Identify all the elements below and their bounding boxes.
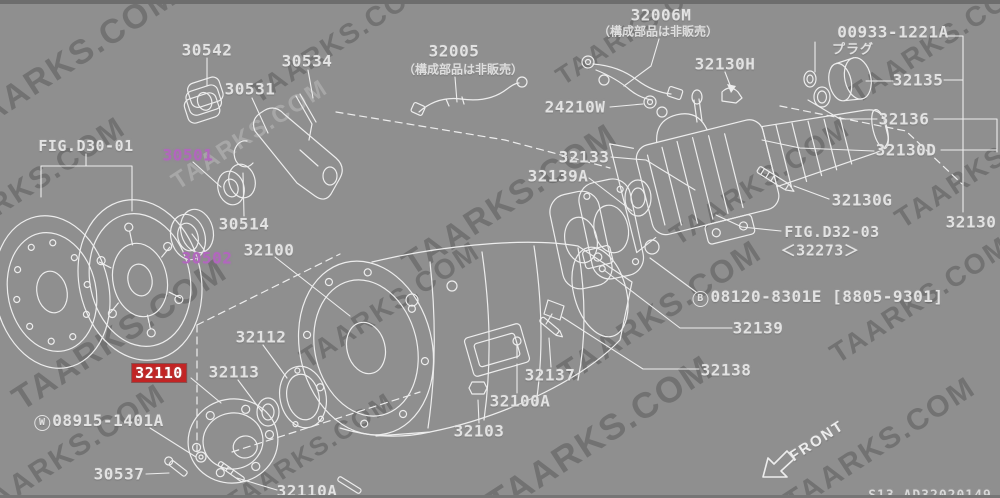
- fulcrum-pin-drawing: [295, 93, 317, 141]
- harness-32005-drawing: [410, 76, 528, 116]
- part-label-32113[interactable]: 32113: [209, 363, 260, 382]
- part-label-32103[interactable]: 32103: [454, 422, 505, 441]
- part-label-30542-text: 30542: [181, 40, 233, 60]
- figure-code: S13 AD32020149: [868, 489, 992, 498]
- part-label-32130D-text: 32130D: [875, 140, 937, 160]
- part-label-30531[interactable]: 30531: [225, 80, 276, 99]
- part-label-32103-text: 32103: [453, 421, 505, 441]
- front-indicator-text: FRONT: [786, 417, 848, 465]
- fig-ref-d30-01-text: FIG.D30-01: [38, 137, 134, 155]
- part-label-32130-text: 32130: [945, 212, 997, 232]
- part-label-32130D[interactable]: 32130D: [876, 141, 937, 160]
- part-label-32100A-text: 32100A: [489, 391, 551, 411]
- part-label-32133[interactable]: 32133: [559, 148, 610, 167]
- part-label-32005-text: 32005: [428, 41, 480, 61]
- part-label-32136[interactable]: 32136: [879, 110, 930, 129]
- part-label-32110A[interactable]: 32110A: [277, 482, 338, 498]
- part-label-30502-text: 30502: [181, 248, 233, 268]
- part-label-30502[interactable]: 30502: [182, 249, 233, 268]
- bolt-32130G-drawing: [756, 166, 795, 192]
- leader-arrowhead: [727, 84, 736, 93]
- figure-code-text: S13 AD32020149: [868, 488, 992, 498]
- adapter-plate-drawing: [549, 178, 660, 290]
- small-bolts-drawing: [643, 87, 743, 123]
- part-label-24210W[interactable]: 24210W: [545, 98, 606, 117]
- clutch-cover-drawing: [77, 199, 203, 361]
- part-label-30537-text: 30537: [93, 464, 145, 484]
- part-label-32136-text: 32136: [878, 109, 930, 129]
- part-label-24210W-text: 24210W: [544, 97, 606, 117]
- part-label-32130G-text: 32130G: [831, 190, 893, 210]
- part-label-32135[interactable]: 32135: [893, 71, 944, 90]
- part-label-32139[interactable]: 32139: [733, 319, 784, 338]
- part-label-08915-1401A-text: 08915-1401A: [52, 411, 164, 430]
- part-label-32139-text: 32139: [732, 318, 784, 338]
- part-label-32135-text: 32135: [892, 70, 944, 90]
- part-label-30514[interactable]: 30514: [219, 215, 270, 234]
- part-label-32113-text: 32113: [208, 362, 260, 382]
- part-label-32130H-text: 32130H: [694, 54, 756, 74]
- note-32005-not-sold-text: （構成部品は非販売）: [402, 62, 524, 77]
- part-label-32112-text: 32112: [235, 327, 287, 347]
- release-fork-drawing: [252, 107, 343, 200]
- part-label-30534[interactable]: 30534: [282, 52, 333, 71]
- part-label-00933-1221A-text: 00933-1221A: [837, 22, 949, 42]
- plug-and-bearing-drawing: [803, 57, 872, 108]
- part-label-32006M[interactable]: 32006M: [631, 6, 692, 25]
- part-label-32006M-text: 32006M: [630, 5, 692, 25]
- fig-ref-d32-03-part[interactable]: ＜32273＞: [781, 240, 860, 261]
- part-label-32139A-text: 32139A: [527, 166, 589, 186]
- part-label-30501[interactable]: 30501: [163, 146, 214, 165]
- note-32006M-not-sold-text: （構成部品は非販売）: [597, 24, 719, 39]
- part-label-32110-text: 32110: [135, 364, 183, 382]
- part-label-32005[interactable]: 32005: [429, 42, 480, 61]
- part-label-32110[interactable]: 32110: [132, 364, 186, 382]
- front-arrow-icon: [762, 450, 795, 478]
- part-label-08120-8301E-text: 08120-8301E [8805-9301]: [710, 287, 944, 306]
- part-label-32133-text: 32133: [558, 147, 610, 167]
- part-label-32100A[interactable]: 32100A: [490, 392, 551, 411]
- part-label-30501-text: 30501: [162, 145, 214, 165]
- part-label-32137-text: 32137: [524, 365, 576, 385]
- fig-ref-d32-03[interactable]: FIG.D32-03: [784, 223, 879, 241]
- part-label-32100[interactable]: 32100: [244, 241, 295, 260]
- assembly-axis-dashed-lines: [196, 105, 963, 457]
- case-small-parts-drawing: [468, 244, 614, 395]
- part-label-30534-text: 30534: [281, 51, 333, 71]
- note-plug: プラグ: [832, 39, 874, 58]
- top-edge-strip: [0, 0, 1000, 4]
- front-cover-drawing: [164, 365, 362, 494]
- circled-prefix-W: W: [34, 415, 51, 431]
- part-label-30514-text: 30514: [218, 214, 270, 234]
- part-label-32110A-text: 32110A: [276, 481, 338, 498]
- fig-ref-d30-01[interactable]: FIG.D30-01: [38, 137, 133, 155]
- part-label-32138-text: 32138: [700, 360, 752, 380]
- part-label-32137[interactable]: 32137: [525, 366, 576, 385]
- note-plug-text: プラグ: [831, 42, 875, 58]
- part-label-30531-text: 30531: [224, 79, 276, 99]
- part-label-32130[interactable]: 32130: [946, 213, 997, 232]
- part-label-32130G[interactable]: 32130G: [832, 191, 893, 210]
- part-label-32100-text: 32100: [243, 240, 295, 260]
- dust-boot-drawing: [183, 76, 224, 124]
- part-label-30537[interactable]: 30537: [94, 465, 145, 484]
- fig-ref-d32-03-text: FIG.D32-03: [784, 223, 880, 241]
- note-32006M-not-sold: （構成部品は非販売）: [598, 23, 718, 40]
- fig-ref-d32-03-part-text: ＜32273＞: [780, 241, 860, 260]
- circled-prefix-B: B: [692, 291, 709, 307]
- leader-lines: [40, 35, 998, 491]
- bottom-edge-strip: [0, 495, 1000, 498]
- note-32005-not-sold: （構成部品は非販売）: [403, 61, 523, 78]
- part-label-32138[interactable]: 32138: [701, 361, 752, 380]
- part-label-30542[interactable]: 30542: [182, 41, 233, 60]
- part-label-00933-1221A[interactable]: 00933-1221A: [837, 23, 948, 42]
- front-indicator: FRONT: [787, 417, 848, 465]
- part-label-32130H[interactable]: 32130H: [695, 55, 756, 74]
- part-label-32112[interactable]: 32112: [236, 328, 287, 347]
- part-label-32139A[interactable]: 32139A: [528, 167, 589, 186]
